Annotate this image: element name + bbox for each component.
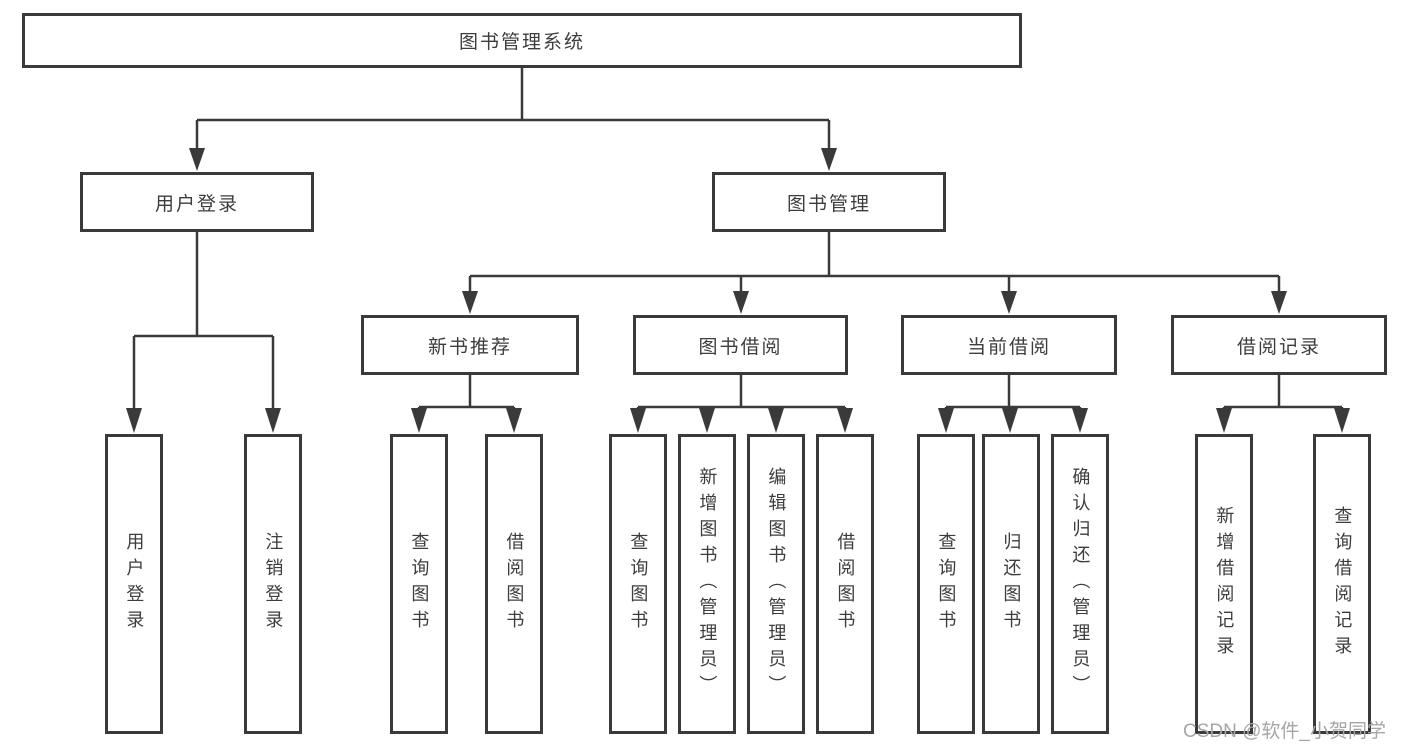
node-label: 查询借阅记录 bbox=[1332, 506, 1353, 662]
node-user-login-leaf: 用户登录 bbox=[105, 434, 163, 734]
node-confirm-return-admin: 确认归还（管理员） bbox=[1051, 434, 1109, 734]
node-return-books: 归还图书 bbox=[982, 434, 1040, 734]
node-label: 查询图书 bbox=[409, 532, 430, 636]
node-label: 借阅记录 bbox=[1236, 336, 1321, 358]
node-add-books-admin: 新增图书（管理员） bbox=[678, 434, 736, 734]
node-query-borrow-record: 查询借阅记录 bbox=[1313, 434, 1371, 734]
node-label: 编辑图书（管理员） bbox=[766, 467, 787, 701]
node-edit-books-admin: 编辑图书（管理员） bbox=[747, 434, 805, 734]
node-label: 查询图书 bbox=[936, 532, 957, 636]
node-label: 用户登录 bbox=[124, 532, 145, 636]
node-add-borrow-record: 新增借阅记录 bbox=[1195, 434, 1253, 734]
node-label: 查询图书 bbox=[628, 532, 649, 636]
node-borrow-record: 借阅记录 bbox=[1171, 315, 1387, 375]
node-label: 借阅图书 bbox=[504, 532, 525, 636]
node-current-borrow: 当前借阅 bbox=[901, 315, 1117, 375]
node-query-books-borrow: 查询图书 bbox=[609, 434, 667, 734]
node-label: 图书借阅 bbox=[698, 336, 783, 358]
node-user-login: 用户登录 bbox=[80, 172, 314, 232]
csdn-watermark: CSDN @软件_小贺同学 bbox=[1183, 721, 1386, 742]
node-label: 图书管理 bbox=[786, 193, 871, 215]
node-borrow-books-recommend: 借阅图书 bbox=[485, 434, 543, 734]
node-label: 注销登录 bbox=[263, 532, 284, 636]
node-label: 确认归还（管理员） bbox=[1070, 467, 1091, 701]
node-label: 新增借阅记录 bbox=[1214, 506, 1235, 662]
connector-strokes bbox=[132, 68, 1344, 410]
arrowheads bbox=[126, 148, 1350, 433]
node-label: 归还图书 bbox=[1001, 532, 1022, 636]
node-library-management-system: 图书管理系统 bbox=[22, 13, 1022, 68]
node-borrow-books: 借阅图书 bbox=[816, 434, 874, 734]
node-label: 当前借阅 bbox=[966, 336, 1051, 358]
node-label: 用户登录 bbox=[154, 193, 239, 215]
node-label: 借阅图书 bbox=[835, 532, 856, 636]
node-query-books-recommend: 查询图书 bbox=[390, 434, 448, 734]
node-label: 新书推荐 bbox=[427, 336, 512, 358]
node-label: 图书管理系统 bbox=[458, 32, 585, 53]
node-new-book-recommend: 新书推荐 bbox=[361, 315, 579, 375]
node-logout: 注销登录 bbox=[244, 434, 302, 734]
node-label: 新增图书（管理员） bbox=[697, 467, 718, 701]
node-query-books-current: 查询图书 bbox=[917, 434, 975, 734]
node-book-borrow: 图书借阅 bbox=[633, 315, 848, 375]
node-book-management: 图书管理 bbox=[712, 172, 946, 232]
